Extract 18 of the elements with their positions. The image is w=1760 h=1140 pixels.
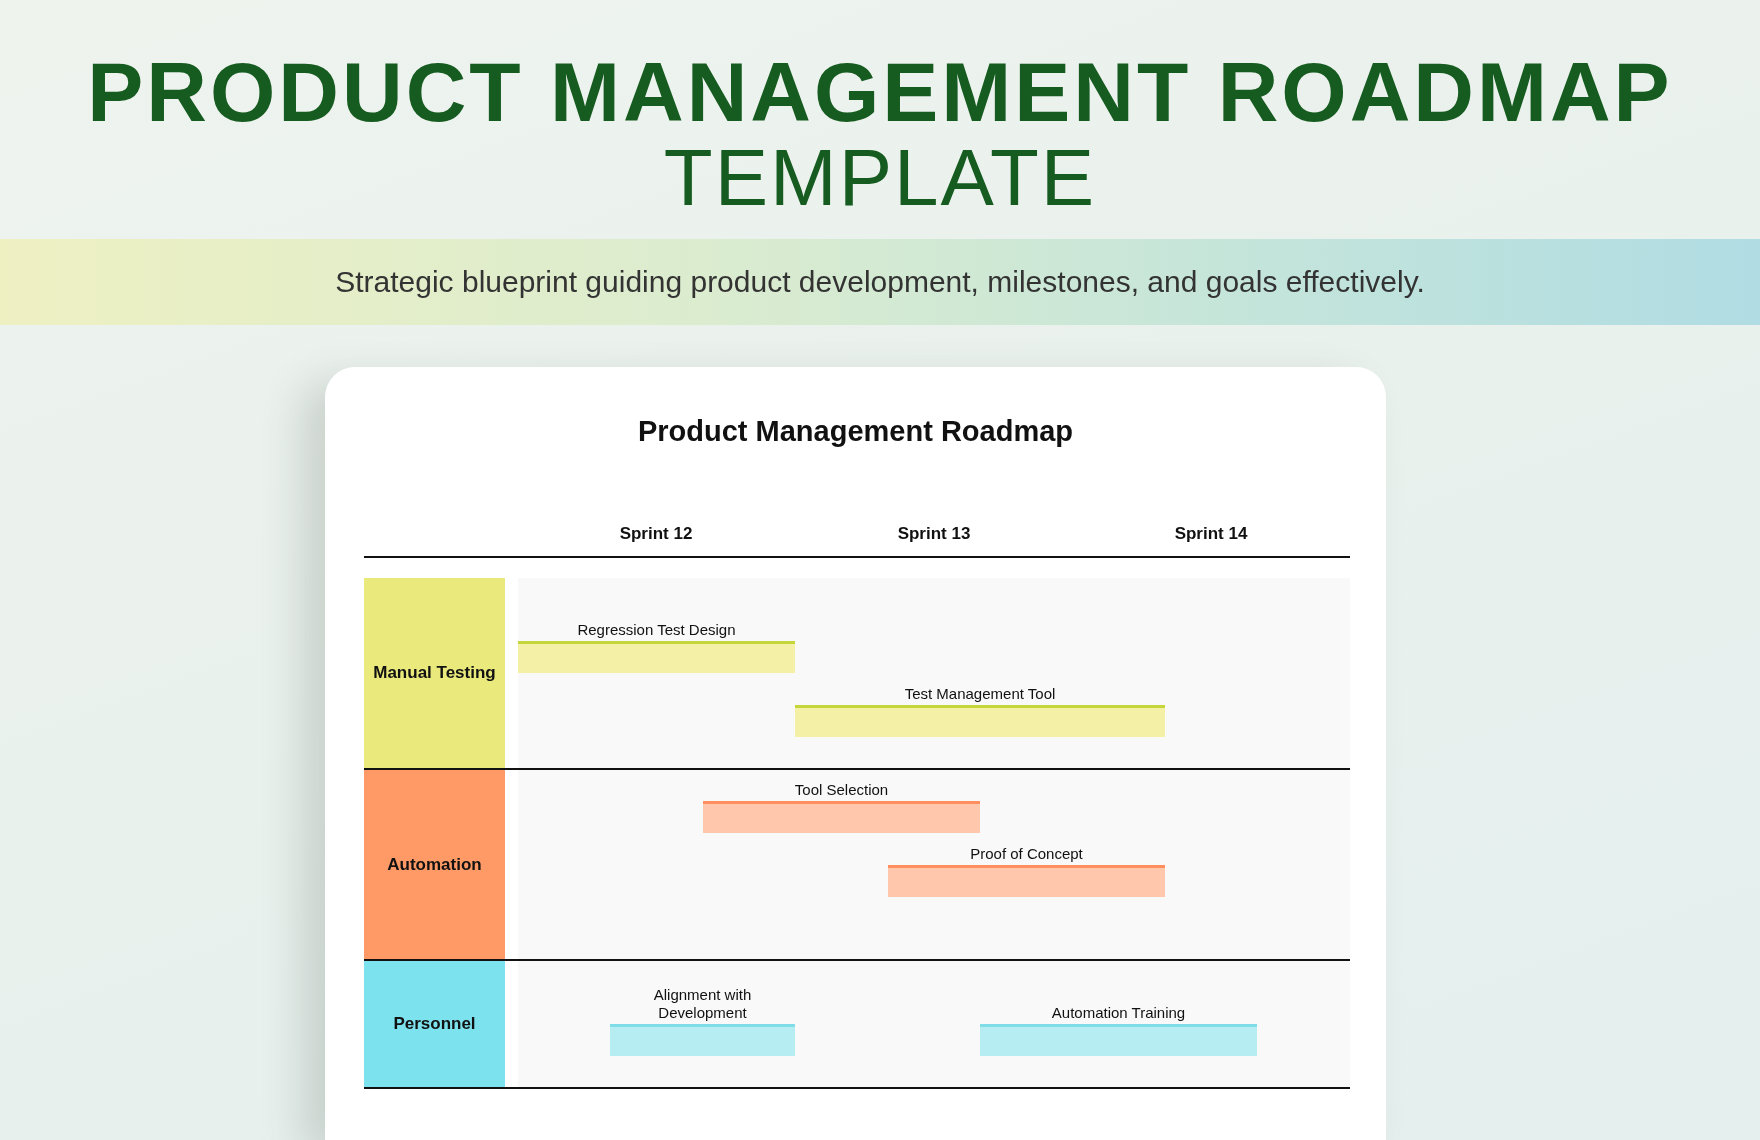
subtitle-banner: Strategic blueprint guiding product development, milestones, and goals effectively. xyxy=(0,239,1760,325)
swimlane-row xyxy=(364,961,1350,1089)
task-label: Tool Selection xyxy=(794,781,889,799)
column-header: Sprint 14 xyxy=(1174,523,1248,545)
lane-header: Manual Testing xyxy=(364,578,505,768)
lane-header: Personnel xyxy=(364,961,505,1087)
column-header: Sprint 13 xyxy=(897,523,971,545)
task-label: Test Management Tool xyxy=(904,685,1056,703)
page-title: PRODUCT MANAGEMENT ROADMAP TEMPLATE xyxy=(86,50,1674,218)
column-header: Sprint 12 xyxy=(619,523,693,545)
task-label: Proof of Concept xyxy=(970,845,1083,863)
swimlane-row xyxy=(364,578,1350,770)
swimlane-row xyxy=(364,770,1350,961)
lane-header: Automation xyxy=(364,770,505,959)
task-label: Alignment with Development xyxy=(652,986,753,1022)
chart-title: Product Management Roadmap xyxy=(637,414,1074,449)
task-label: Automation Training xyxy=(1051,1004,1186,1022)
task-label: Regression Test Design xyxy=(577,621,736,639)
